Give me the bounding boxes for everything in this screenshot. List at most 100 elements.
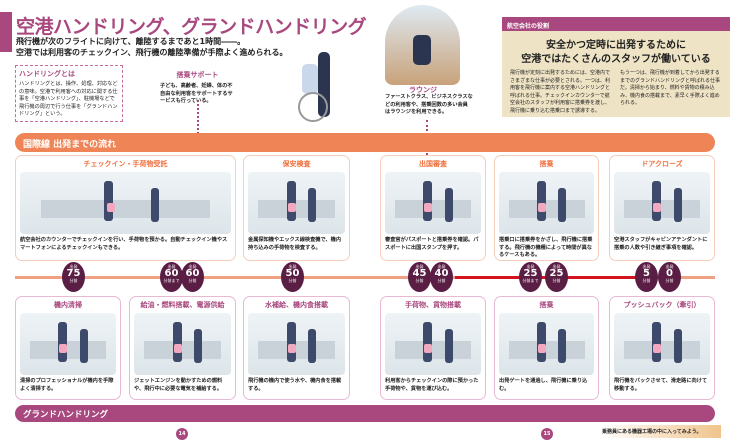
marker-unit: 分前	[552, 278, 561, 284]
card-description: 審査官がパスポートと搭乗券を確認。パスポートに出国スタンプを押す。	[385, 237, 479, 251]
card-title: 手荷物、貨物搭載	[405, 301, 461, 309]
page-title: 空港ハンドリング、グランドハンドリング	[16, 16, 367, 38]
marker-minutes: 40	[434, 268, 449, 280]
card-description: 清掃のプロフェッショナルが機内を手際よく清掃する。	[20, 378, 114, 392]
card-title: ドアクローズ	[641, 160, 683, 168]
card-illustration	[614, 313, 710, 375]
card-description: 搭乗口に搭乗券をかざし、飛行機に搭乗する。飛行機の機種によって時間が異なるケース…	[499, 237, 593, 259]
ground-handling-band: グランドハンドリング	[15, 405, 715, 422]
top_cards-card: チェックイン・手荷物受託 航空会社のカウンターでチェックインを行い、手荷物を預か…	[15, 155, 236, 261]
marker-minutes: 75	[66, 268, 81, 280]
card-description: 利用客からチェックインの際に預かった手荷物や、貨物を運び込む。	[385, 378, 479, 392]
marker-label: 出発	[167, 264, 176, 269]
card-title: 搭乗	[539, 301, 554, 309]
role-headline-2: 空港ではたくさんのスタッフが働いている	[521, 53, 711, 65]
page-number-left: 14	[176, 428, 188, 440]
timeline	[15, 276, 715, 279]
wheelchair-illustration	[296, 40, 336, 130]
role-text-1: 飛行機が定刻に出発するためには、空港内でさまざまな仕事が必要とされる。一つは、利…	[510, 70, 611, 114]
marker-label: 出発	[188, 264, 197, 269]
handling-definition-box: ハンドリングとは ハンドリングとは、操作、処理、対応などの意味。空港で利用客への…	[15, 65, 123, 122]
marker-unit: 分前まで	[163, 278, 180, 284]
marker-label: 出発	[665, 264, 674, 269]
airline-role-panel: 航空会社の役割 安全かつ定時に出発するために空港ではたくさんのスタッフが働いてい…	[502, 17, 730, 117]
lead-line-1: 飛行機が次のフライトに向けて、離陸するまであと1時間――。	[16, 37, 246, 46]
marker-label: 出発	[69, 264, 78, 269]
top_cards-card: 搭乗 搭乗口に搭乗券をかざし、飛行機に搭乗する。飛行機の機種によって時間が異なる…	[494, 155, 599, 261]
marker-minutes: 25	[523, 268, 538, 280]
lounge-illustration	[385, 5, 460, 85]
card-title: 搭乗	[539, 160, 554, 168]
marker-minutes: 60	[185, 268, 200, 280]
top_cards-card: 保安検査 金属探知機やエックス線検査機で、機内持ち込みの手荷物を検査する。	[243, 155, 350, 261]
boarding-support: 搭乗サポート 子ども、高齢者、妊婦、体の不自由な利用客をサポートするサービスも行…	[160, 70, 235, 106]
card-illustration	[20, 172, 231, 234]
marker-unit: 分前	[642, 278, 651, 284]
card-illustration	[20, 313, 116, 375]
support-connector	[197, 100, 199, 150]
card-title: 出国審査	[419, 160, 447, 168]
card-illustration	[385, 172, 481, 234]
card-title: 保安検査	[282, 160, 311, 168]
marker-minutes: 5	[643, 268, 650, 280]
marker-minutes: 0	[666, 268, 673, 280]
card-title: 機内清掃	[54, 301, 82, 309]
card-title: プッシュバック（牽引）	[623, 301, 701, 309]
lounge-title: ラウンジ	[409, 86, 437, 94]
top_cards-card: ドアクローズ 空港スタッフがキャビンアテンダントに搭乗の人数や引き継ぎ事項を確認…	[609, 155, 715, 261]
marker-label: 出発	[642, 264, 651, 269]
footer-note: 乗務員にある機器工場の中に入ってみよう。	[600, 425, 722, 438]
marker-unit: 分前	[188, 278, 197, 284]
marker-unit: 分前	[437, 278, 446, 284]
card-illustration	[499, 172, 594, 234]
support-text: 子ども、高齢者、妊婦、体の不自由な利用客をサポートするサービスも行っている。	[160, 83, 233, 105]
support-title: 搭乗サポート	[176, 71, 219, 79]
marker-label: 出発	[526, 264, 535, 269]
card-description: 出発ゲートを通過し、飛行機に乗り込む。	[499, 378, 588, 392]
lead-line-2: 空港では利用客のチェックイン、飛行機の離陸準備が手際よく進められる。	[16, 48, 288, 57]
card-title: 給油・燃料搭載、電源供給	[140, 301, 225, 309]
card-description: 航空会社のカウンターでチェックインを行い、手荷物を預かる。自動チェックイン機やス…	[20, 237, 228, 251]
bottom_cards-card: 手荷物、貨物搭載 利用客からチェックインの際に預かった手荷物や、貨物を運び込む。	[380, 296, 486, 400]
bottom_cards-card: 水補給、機内食搭載 飛行機の機内で使う水や、機内食を搭載する。	[243, 296, 350, 400]
marker-minutes: 60	[164, 268, 179, 280]
card-description: 空港スタッフがキャビンアテンダントに搭乗の人数や引き継ぎ事項を確認。	[614, 237, 708, 251]
page-number-right: 15	[541, 428, 553, 440]
marker-label: 出発	[288, 264, 297, 269]
card-title: 水補給、機内食搭載	[265, 301, 328, 309]
card-description: 飛行機をバックさせて、滑走路に向けて移動する。	[614, 378, 708, 392]
lounge-text: ファーストクラス、ビジネスクラスなどの利用客や、搭乗回数の多い会員はラウンジを利…	[385, 94, 473, 116]
top_cards-card: 出国審査 審査官がパスポートと搭乗券を確認。パスポートに出国スタンプを押す。	[380, 155, 486, 261]
card-illustration	[614, 172, 710, 234]
marker-unit: 分前	[665, 278, 674, 284]
marker-minutes: 25	[549, 268, 564, 280]
handling-text: ハンドリングとは、操作、処理、対応などの意味。空港で利用客への対応に関する仕事を…	[19, 81, 118, 118]
marker-minutes: 45	[412, 268, 427, 280]
marker-minutes: 50	[285, 268, 300, 280]
card-illustration	[499, 313, 594, 375]
card-illustration	[385, 313, 481, 375]
card-description: 飛行機の機内で使う水や、機内食を搭載する。	[248, 378, 342, 392]
card-illustration	[248, 313, 345, 375]
marker-unit: 分前	[415, 278, 424, 284]
role-headline-1: 安全かつ定時に出発するために	[546, 40, 686, 51]
handling-title: ハンドリングとは	[19, 70, 75, 78]
role-text-2: もう一つは、飛行機が到着してから出発するまでのグランドハンドリングと呼ばれる仕事…	[620, 70, 721, 106]
marker-unit: 分前まで	[522, 278, 539, 284]
card-illustration	[134, 313, 231, 375]
bottom_cards-card: 機内清掃 清掃のプロフェッショナルが機内を手際よく清掃する。	[15, 296, 121, 400]
bottom_cards-card: 給油・燃料搭載、電源供給 ジェットエンジンを動かすための燃料や、飛行中に必要な電…	[129, 296, 236, 400]
marker-label: 出発	[437, 264, 446, 269]
card-description: 金属探知機やエックス線検査機で、機内持ち込みの手荷物を検査する。	[248, 237, 342, 251]
card-description: ジェットエンジンを動かすための燃料や、飛行中に必要な電気を補給する。	[134, 378, 223, 392]
marker-label: 出発	[552, 264, 561, 269]
